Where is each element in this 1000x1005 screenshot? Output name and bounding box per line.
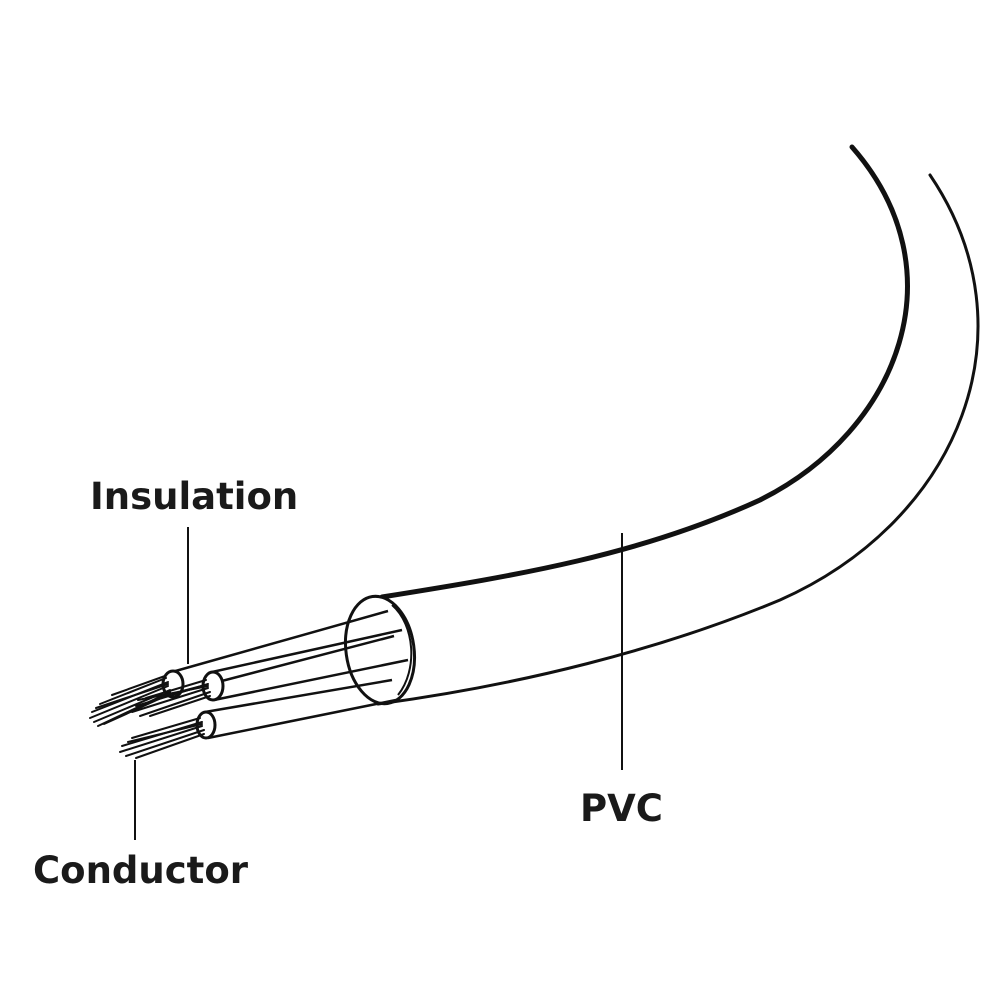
pvc-inner-rim xyxy=(391,604,413,696)
insulation-core-middle xyxy=(211,628,409,702)
conductor-label: Conductor xyxy=(33,849,249,892)
pvc-jacket-bottom-edge xyxy=(376,173,980,706)
conductor-strands-2 xyxy=(131,679,211,717)
pvc-jacket-top-edge xyxy=(379,144,910,600)
insulation-core-bottom xyxy=(204,678,397,740)
insulation-label: Insulation xyxy=(90,475,299,518)
conductor-strands-1 xyxy=(89,675,171,727)
pvc-cut-end xyxy=(344,594,416,706)
conductor-strands-3 xyxy=(119,717,205,759)
pvc-label: PVC xyxy=(580,787,663,830)
